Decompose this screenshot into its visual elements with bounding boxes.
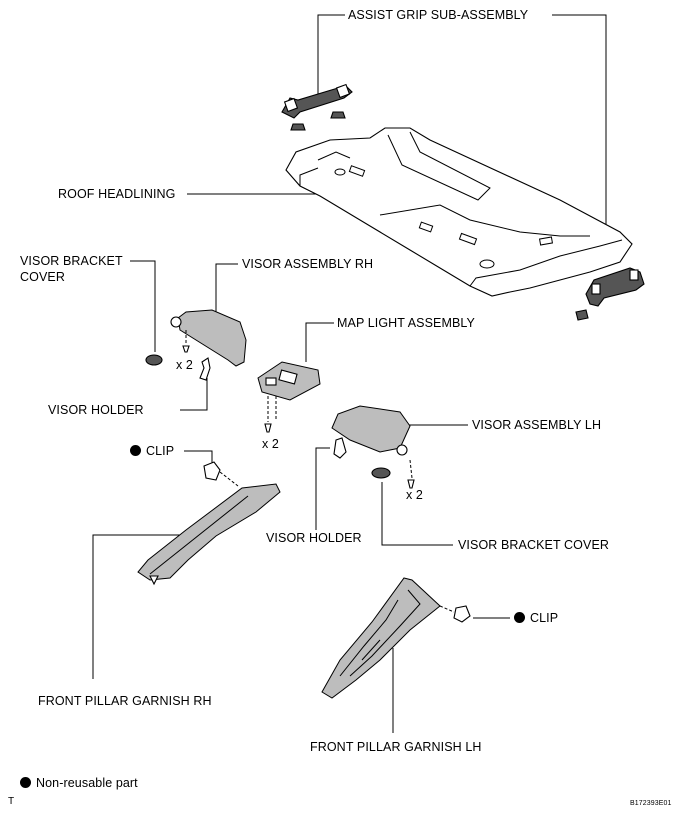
qty-map-light-screws: x 2 bbox=[262, 437, 279, 451]
label-clip-rh: CLIP bbox=[130, 444, 174, 458]
label-visor-holder-rh: VISOR HOLDER bbox=[48, 403, 144, 417]
assist-grip-top-drawing bbox=[281, 83, 353, 131]
roof-headlining-drawing bbox=[285, 127, 633, 297]
footer-left-mark: T bbox=[8, 796, 15, 807]
qty-visor-rh-screws: x 2 bbox=[176, 358, 193, 372]
front-pillar-garnish-lh-drawing bbox=[321, 577, 471, 699]
non-reusable-dot-icon bbox=[130, 445, 141, 456]
figure-code: B172393E01 bbox=[630, 800, 672, 807]
label-front-pillar-garnish-rh: FRONT PILLAR GARNISH RH bbox=[38, 694, 212, 708]
label-roof-headlining: ROOF HEADLINING bbox=[58, 187, 176, 201]
qty-visor-lh-screws: x 2 bbox=[406, 488, 423, 502]
label-visor-bracket-cover-rh-line2: COVER bbox=[20, 270, 65, 284]
map-light-drawing bbox=[257, 361, 321, 433]
label-assist-grip: ASSIST GRIP SUB-ASSEMBLY bbox=[348, 8, 529, 22]
non-reusable-dot-icon bbox=[514, 612, 525, 623]
label-visor-assembly-lh: VISOR ASSEMBLY LH bbox=[472, 418, 602, 432]
label-front-pillar-garnish-lh: FRONT PILLAR GARNISH LH bbox=[310, 740, 482, 754]
front-pillar-garnish-rh-drawing bbox=[137, 483, 281, 586]
label-clip-lh: CLIP bbox=[514, 611, 558, 625]
non-reusable-dot-icon bbox=[20, 777, 31, 788]
label-visor-bracket-cover-lh: VISOR BRACKET COVER bbox=[458, 538, 610, 552]
leader-lines bbox=[92, 14, 607, 733]
visor-assembly-lh-drawing bbox=[331, 405, 415, 489]
legend-non-reusable: Non-reusable part bbox=[20, 776, 138, 790]
label-visor-bracket-cover-rh-line1: VISOR BRACKET bbox=[20, 254, 123, 268]
label-map-light-assembly: MAP LIGHT ASSEMBLY bbox=[337, 316, 475, 330]
label-visor-holder-lh: VISOR HOLDER bbox=[266, 531, 362, 545]
label-visor-assembly-rh: VISOR ASSEMBLY RH bbox=[242, 257, 374, 271]
visor-assembly-rh-drawing bbox=[145, 309, 247, 381]
assist-grip-right-drawing bbox=[575, 267, 645, 321]
clip-rh-drawing bbox=[203, 461, 239, 487]
